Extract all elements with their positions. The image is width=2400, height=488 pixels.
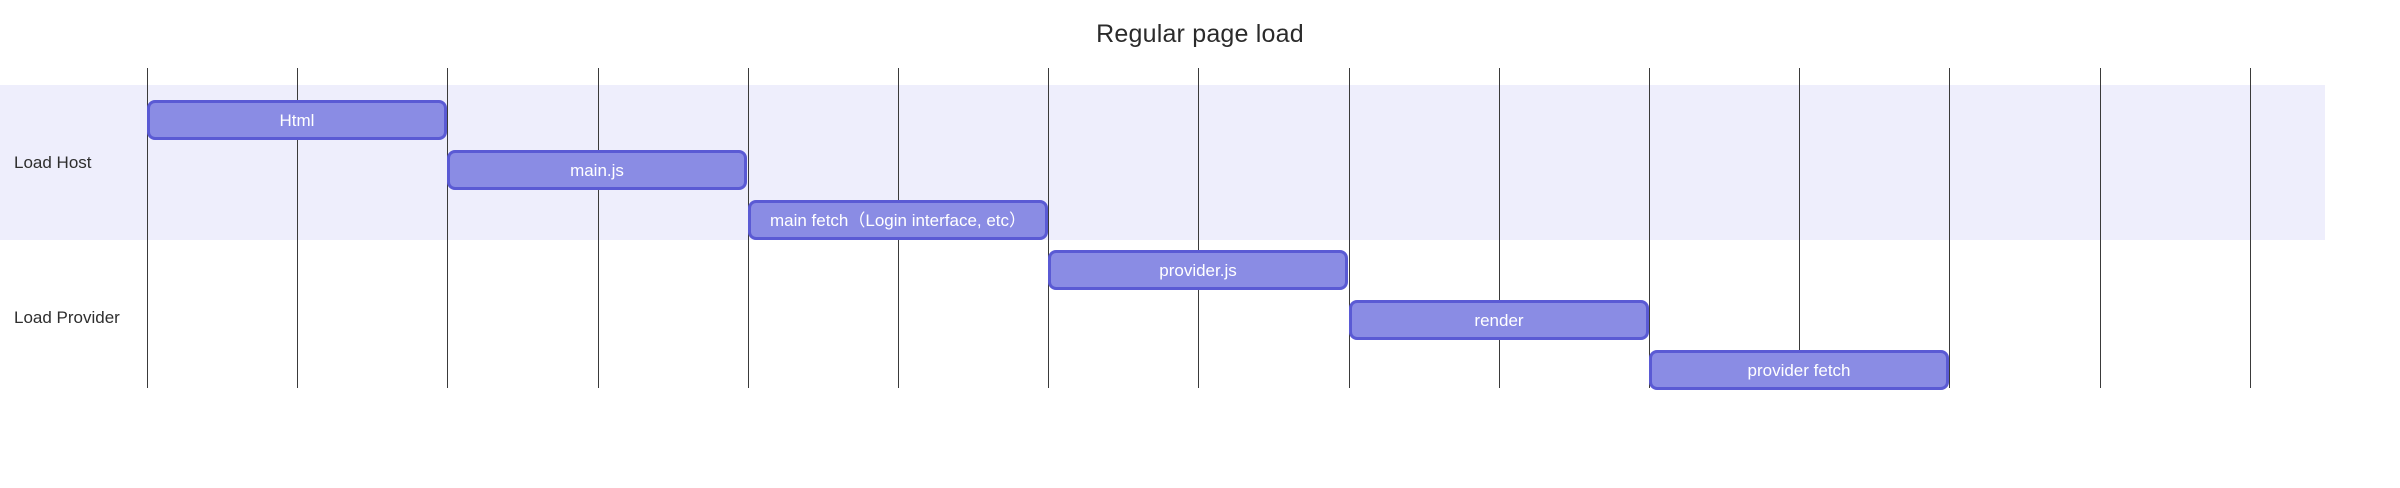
gridline [1198, 68, 1199, 388]
gantt-bar[interactable]: render [1349, 300, 1649, 340]
gantt-bar[interactable]: main.js [447, 150, 747, 190]
gantt-bar[interactable]: provider.js [1048, 250, 1348, 290]
gridline [2100, 68, 2101, 388]
gantt-bar[interactable]: provider fetch [1649, 350, 1949, 390]
gantt-bar-label: Html [279, 110, 315, 130]
gridline [1048, 68, 1049, 388]
gridline [447, 68, 448, 388]
chart-title: Regular page load [1096, 20, 1304, 48]
gantt-bar[interactable]: main fetch（Login interface, etc） [748, 200, 1048, 240]
gridline [1349, 68, 1350, 388]
gantt-bar-label: main.js [570, 160, 624, 180]
gantt-bar-label: provider fetch [1747, 360, 1851, 380]
gantt-bar-label: main fetch（Login interface, etc） [769, 210, 1027, 230]
gantt-bar-label: render [1474, 310, 1524, 330]
row-label-load-host: Load Host [14, 152, 92, 172]
gridline [147, 68, 148, 388]
gantt-bar[interactable]: Html [147, 100, 447, 140]
gantt-bar-label: provider.js [1159, 260, 1237, 280]
gridline [598, 68, 599, 388]
gridline [1949, 68, 1950, 388]
row-label-load-provider: Load Provider [14, 307, 120, 327]
gridline [1799, 68, 1800, 388]
gridline [2250, 68, 2251, 388]
gridline [1649, 68, 1650, 388]
gridline [1499, 68, 1500, 388]
gridline [297, 68, 298, 388]
